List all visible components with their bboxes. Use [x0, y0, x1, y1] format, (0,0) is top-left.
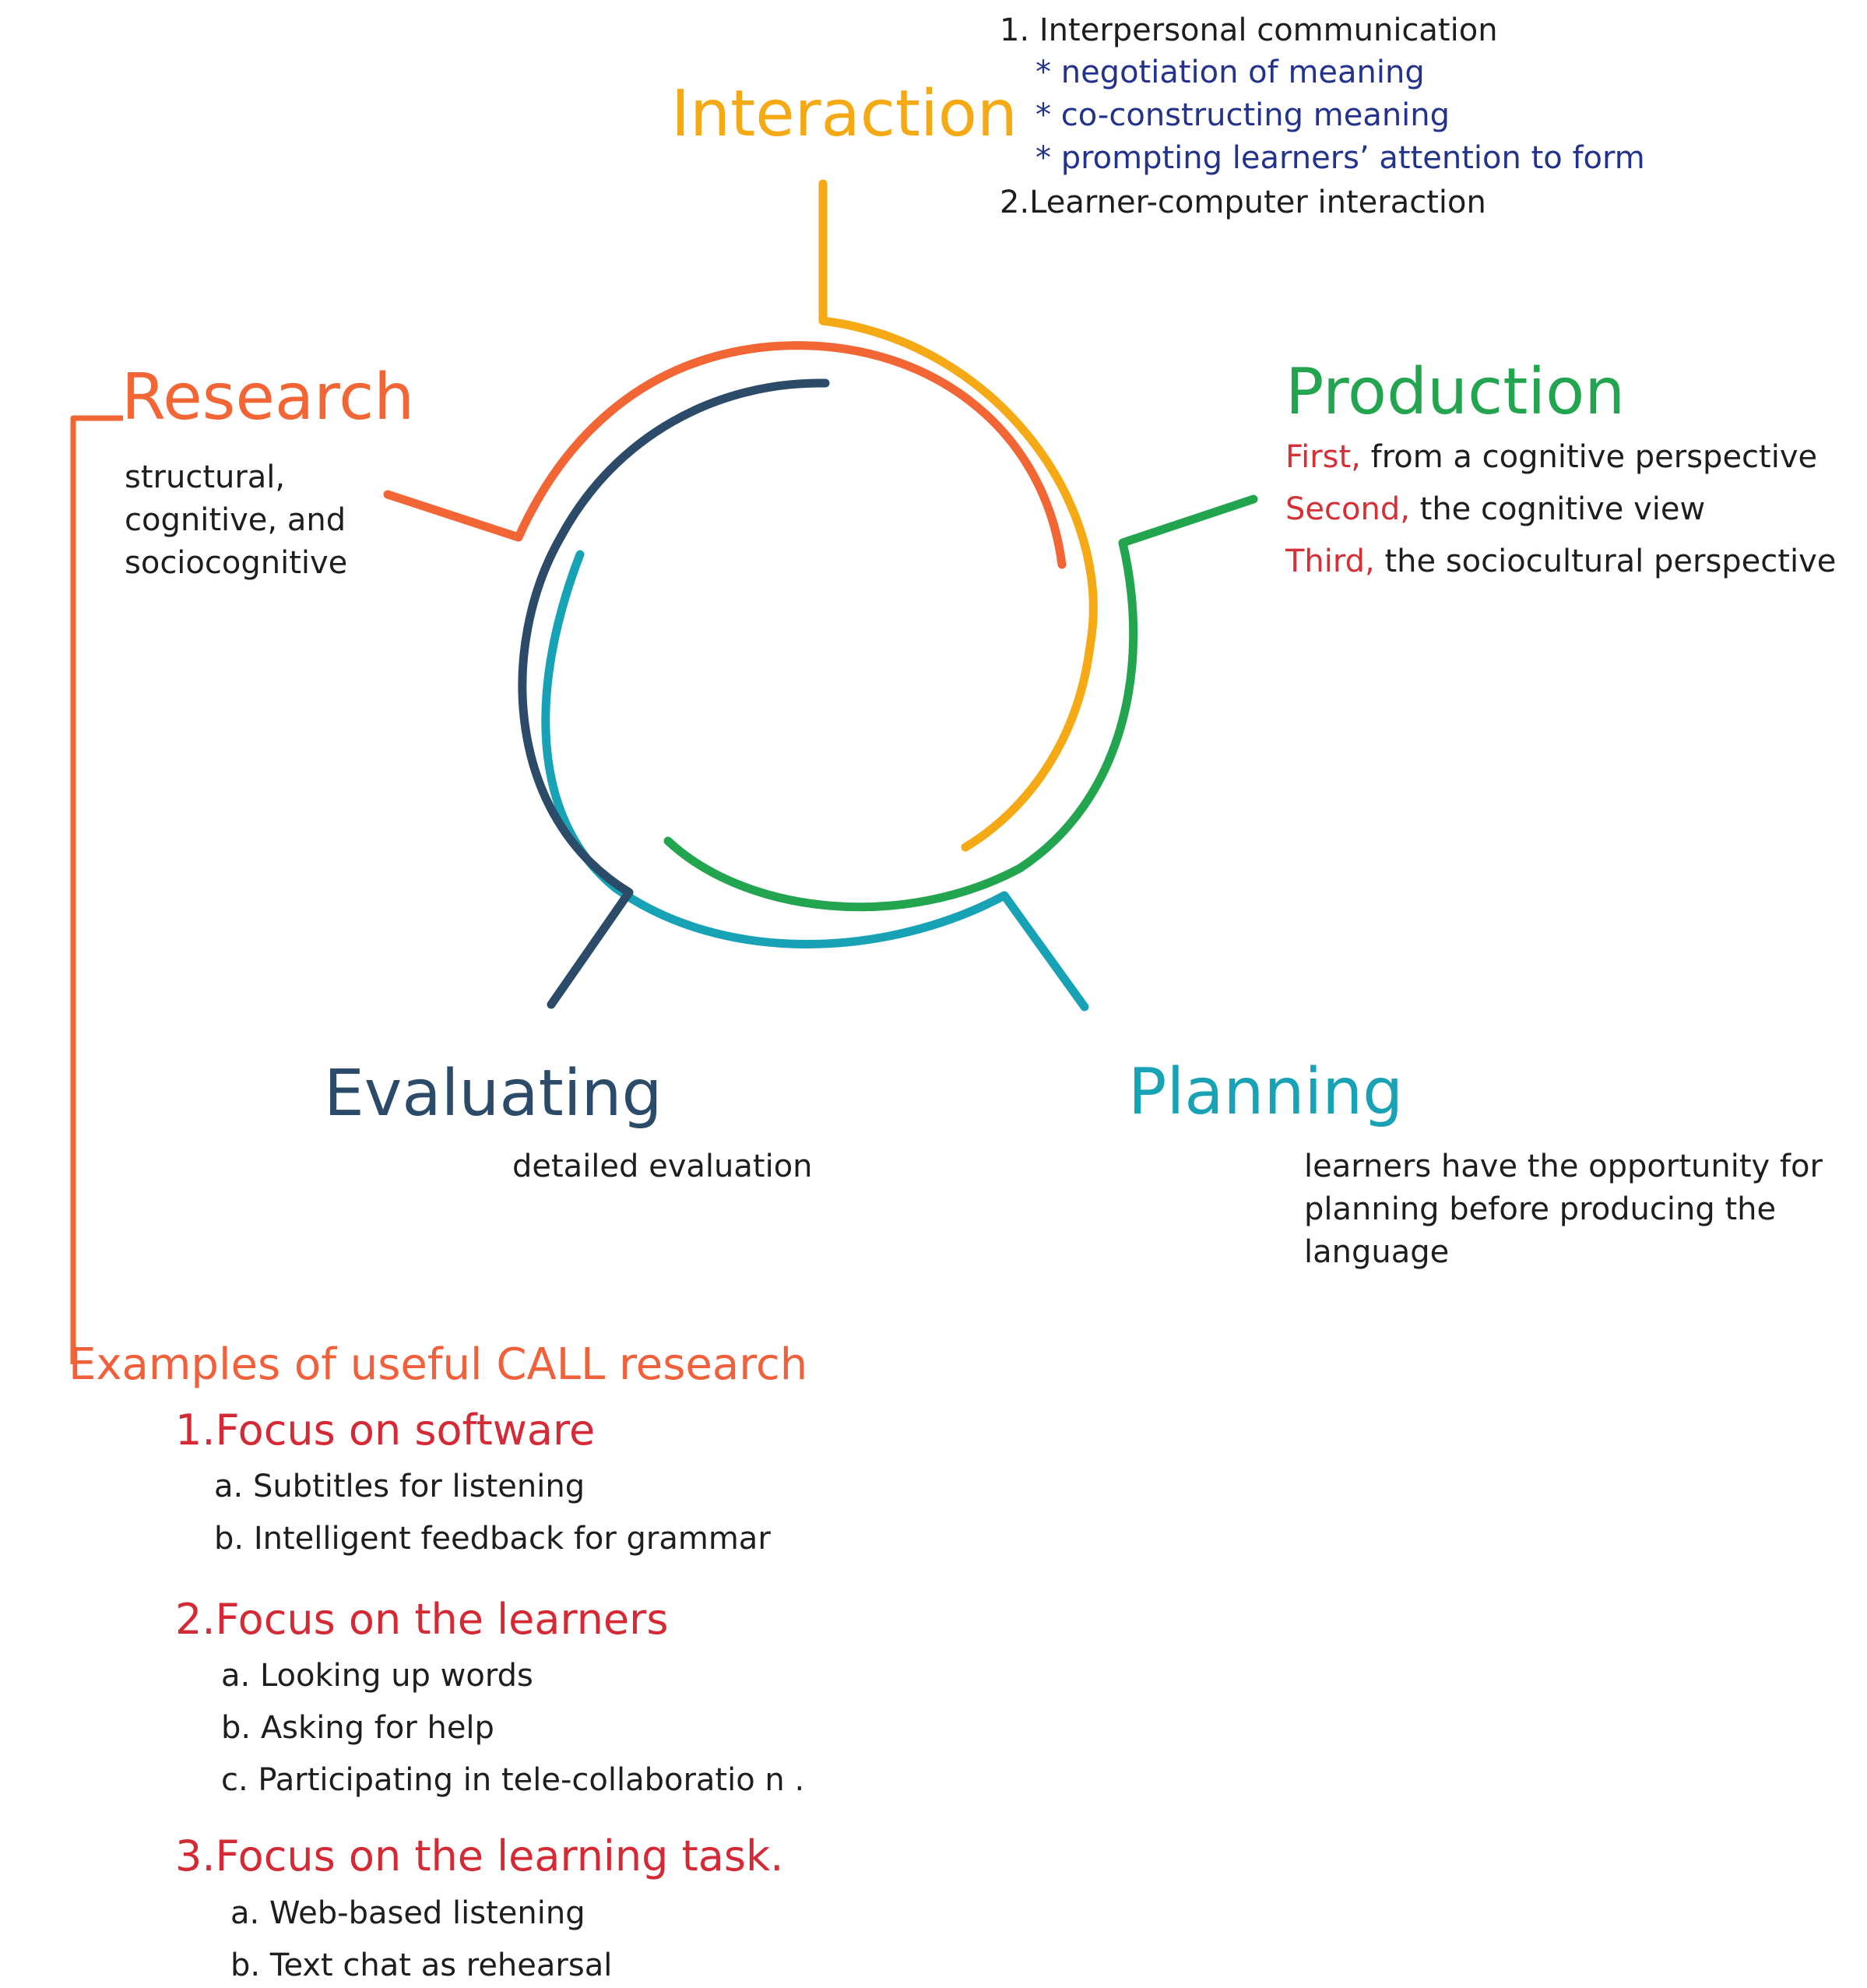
planning-line-3: language	[1304, 1234, 1450, 1270]
planning-line-1: learners have the opportunity for	[1304, 1149, 1823, 1184]
production-line-3-prefix: Third,	[1285, 544, 1375, 579]
production-line-2: Second, the cognitive view	[1285, 494, 1705, 525]
interaction-subitem-1: * negotiation of meaning	[1035, 55, 1425, 90]
planning-line-2: planning before producing the	[1304, 1191, 1777, 1227]
interaction-title: Interaction	[671, 77, 1018, 151]
examples-group-1-item-2: b. Intelligent feedback for grammar	[214, 1521, 771, 1557]
examples-group-1-heading: 1.Focus on software	[175, 1406, 596, 1455]
examples-group-3-item-2: b. Text chat as rehearsal	[230, 1948, 613, 1983]
research-line-2: cognitive, and	[125, 502, 346, 538]
examples-title: Examples of useful CALL research	[69, 1339, 808, 1390]
evaluating-arc	[518, 378, 830, 1009]
interaction-subitem-2: * co-constructing meaning	[1035, 97, 1450, 133]
interaction-subitem-3: * prompting learners’ attention to form	[1035, 140, 1645, 176]
examples-group-1-item-1: a. Subtitles for listening	[214, 1469, 585, 1504]
examples-group-2-item-2: b. Asking for help	[221, 1710, 494, 1746]
examples-group-2-item-3: c. Participating in tele-collaboratio n …	[221, 1762, 805, 1798]
production-line-3-text: the sociocultural perspective	[1374, 544, 1837, 579]
production-line-1-prefix: First,	[1285, 439, 1361, 475]
examples-group-3-item-1: a. Web-based listening	[230, 1895, 585, 1931]
evaluating-title: Evaluating	[324, 1057, 663, 1131]
production-line-2-prefix: Second,	[1285, 491, 1410, 527]
production-line-1-text: from a cognitive perspective	[1360, 439, 1818, 475]
research-line-1: structural,	[125, 459, 286, 495]
evaluating-text: detailed evaluation	[512, 1149, 813, 1184]
interaction-arc	[818, 179, 1098, 852]
research-connector-line	[70, 415, 123, 1364]
planning-title: Planning	[1128, 1055, 1404, 1129]
production-arc	[663, 494, 1258, 912]
research-line-3: sociocognitive	[125, 545, 348, 581]
research-arc	[383, 341, 1067, 569]
examples-group-2-heading: 2.Focus on the learners	[175, 1595, 669, 1644]
production-line-2-text: the cognitive view	[1409, 491, 1706, 527]
interaction-item-1: 1. Interpersonal communication	[1000, 12, 1498, 48]
production-line-1: First, from a cognitive perspective	[1285, 442, 1817, 473]
examples-group-2-item-1: a. Looking up words	[221, 1658, 533, 1694]
research-title: Research	[121, 361, 415, 435]
interaction-item-2: 2.Learner-computer interaction	[1000, 185, 1486, 220]
examples-group-3-heading: 3.Focus on the learning task.	[175, 1831, 784, 1881]
planning-arc	[541, 550, 1089, 1012]
production-title: Production	[1285, 355, 1626, 429]
production-line-3: Third, the sociocultural perspective	[1285, 546, 1836, 577]
